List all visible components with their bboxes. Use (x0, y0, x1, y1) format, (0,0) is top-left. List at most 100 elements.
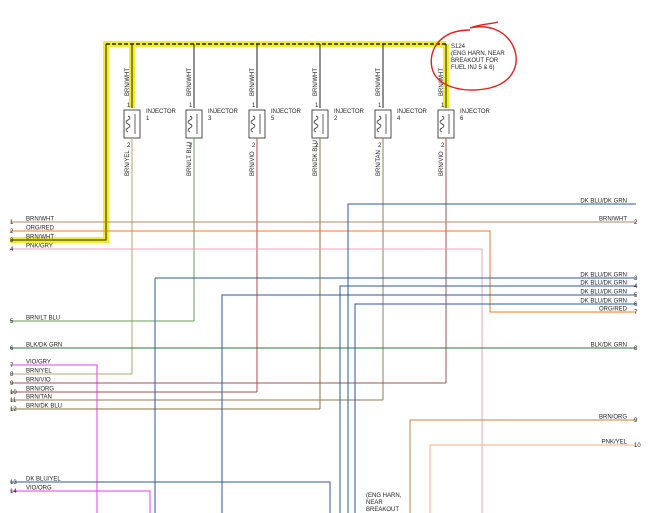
left-wire-label-6: BLK/DK GRN (26, 343, 62, 349)
injector-number: 3 (208, 116, 212, 122)
injector-bottom-wire-label: BRN/VIO (439, 151, 445, 176)
wire-right-4 (339, 285, 636, 513)
wire-right-10 (429, 444, 636, 513)
wire-right-6 (354, 303, 636, 513)
wire-right-9 (409, 419, 636, 513)
pin-label-bottom: 2 (189, 143, 193, 149)
injector-number: 4 (397, 116, 401, 122)
injector-body (374, 109, 392, 139)
coil-icon (187, 115, 193, 133)
injector-top-wire-label: BRN/WHT (125, 68, 131, 96)
splice-desc-1: (ENG HARN, NEAR (451, 51, 505, 57)
left-wire-label-1: BRN/WHT (26, 217, 54, 223)
pin-label-top: 1 (378, 103, 382, 109)
left-pin-9: 9 (10, 381, 14, 387)
injector-group: BRN/WHT1INJECTOR12BRN/YELBRN/WHT1INJECTO… (123, 68, 491, 409)
left-pin-2: 2 (10, 229, 14, 235)
splice-id: S124 (451, 44, 466, 50)
injector-bottom-wire-label: BRN/LT BLU (187, 142, 193, 176)
right-pin-6: 6 (634, 302, 638, 308)
left-pin-8: 8 (10, 372, 14, 378)
annotation-circle (430, 21, 517, 91)
coil-icon (439, 115, 445, 133)
injector-title: INJECTOR (271, 109, 302, 115)
injector-body (437, 109, 455, 139)
injector-top-wire-label: BRN/WHT (376, 68, 382, 96)
injector-number: 6 (460, 116, 464, 122)
right-wire-label-8: BLK/DK GRN (591, 343, 627, 349)
left-wire-label-9: BRN/VIO (26, 378, 51, 384)
pin-label-top: 1 (315, 103, 319, 109)
right-pin-9: 9 (634, 418, 638, 424)
left-wire-label-2: ORG/RED (26, 226, 55, 232)
right-wire-label-4: DK BLU/DK GRN (580, 281, 627, 287)
injector-body (248, 109, 266, 139)
injector-title: INJECTOR (397, 109, 428, 115)
injector-body (185, 109, 203, 139)
left-wire-label-14: VIO/ORG (26, 486, 52, 492)
pin-label-top: 1 (252, 103, 256, 109)
coil-icon (250, 115, 256, 133)
injector-bottom-wire-label: BRN/TAN (376, 150, 382, 176)
splice-desc-3: FUEL INJ 5 & 6) (451, 65, 494, 71)
left-wire-label-7: VIO/GRY (26, 360, 51, 366)
wire-left-4 (10, 248, 483, 513)
left-wire-label-10: BRN/ORG (26, 387, 54, 393)
bottom-note-3: BREAKOUT (366, 507, 399, 513)
pin-label-top: 1 (441, 103, 445, 109)
injector-bottom-wire-label: BRN/YEL (125, 150, 131, 176)
injector-number: 5 (271, 116, 275, 122)
right-pin-7: 7 (634, 310, 638, 316)
left-pin-6: 6 (10, 346, 14, 352)
splice-label: S124 (ENG HARN, NEAR BREAKOUT FOR FUEL I… (451, 44, 505, 71)
injector-feed-wires (131, 44, 447, 108)
injector-number: 1 (146, 116, 150, 122)
injector-top-wire-label: BRN/WHT (250, 68, 256, 96)
injector-top-wire-label: BRN/WHT (313, 68, 319, 96)
bottom-note: (ENG HARN, NEAR BREAKOUT (366, 493, 402, 513)
injector-body (311, 109, 329, 139)
pin-label-bottom: 2 (315, 143, 319, 149)
injector-bottom-wire-label: BRN/VIO (250, 151, 256, 176)
wire-left-14 (10, 490, 151, 513)
left-pin-10: 10 (10, 390, 17, 396)
pin-label-bottom: 2 (127, 143, 131, 149)
pin-label-bottom: 2 (378, 143, 382, 149)
injector-top-wire-label: BRN/WHT (187, 68, 193, 96)
left-pin-7: 7 (10, 363, 14, 369)
injector-title: INJECTOR (208, 109, 239, 115)
right-wire-label-2: BRN/WHT (599, 217, 627, 223)
injector-title: INJECTOR (146, 109, 177, 115)
left-wire-label-5: BRN/LT BLU (26, 316, 60, 322)
right-wire-label-top: DK BLU/DK GRN (580, 199, 627, 205)
wire-left-2 (10, 230, 636, 313)
right-wire-label-10: PNK/YEL (602, 440, 628, 446)
injector-number: 2 (334, 116, 338, 122)
wire-left-7 (10, 364, 98, 513)
left-wire-label-3: BRN/WHT (26, 235, 54, 241)
right-wire-label-9: BRN/ORG (599, 415, 627, 421)
pin-label-top: 1 (189, 103, 193, 109)
bottom-note-2: NEAR (366, 500, 383, 506)
left-pin-4: 4 (10, 247, 14, 253)
left-pin-13: 13 (10, 480, 17, 486)
injector-title: INJECTOR (460, 109, 491, 115)
harness-wires: 1BRN/WHT2ORG/RED3BRN/WHT4PNK/GRY5BRN/LT … (10, 199, 641, 513)
left-wire-label-4: PNK/GRY (26, 244, 53, 250)
left-pin-5: 5 (10, 319, 14, 325)
left-wire-label-12: BRN/DK BLU (26, 404, 62, 410)
left-wire-label-11: BRN/TAN (26, 395, 52, 401)
left-pin-12: 12 (10, 407, 17, 413)
right-pin-4: 4 (634, 284, 638, 290)
left-pin-14: 14 (10, 489, 17, 495)
left-wire-label-8: BRN/YEL (26, 369, 52, 375)
right-pin-8: 8 (634, 346, 638, 352)
